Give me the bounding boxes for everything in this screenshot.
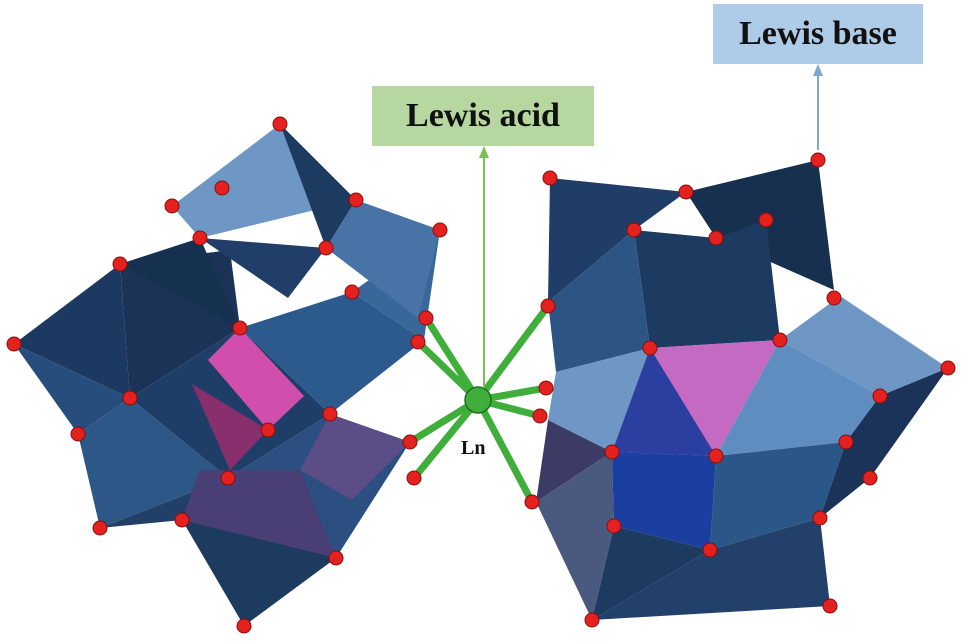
left-polyoxometalate-cluster bbox=[14, 124, 440, 626]
right-polyoxometalate-cluster bbox=[536, 160, 948, 620]
ln-metal-label: Ln bbox=[461, 437, 486, 459]
ln-atom bbox=[464, 386, 492, 414]
oxygen-atoms bbox=[6, 116, 956, 634]
lewis-acid-arrow bbox=[479, 146, 489, 388]
lewis-acid-label: Lewis acid bbox=[372, 86, 594, 146]
lewis-base-arrow bbox=[813, 64, 823, 150]
lewis-base-label: Lewis base bbox=[713, 4, 923, 64]
